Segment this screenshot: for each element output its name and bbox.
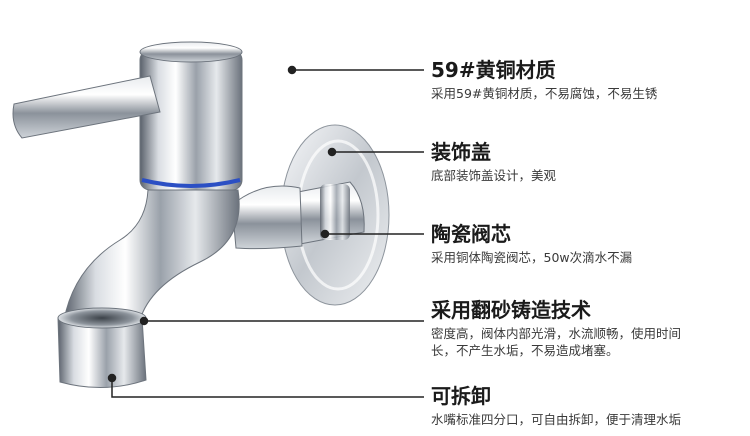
- feature-title: 采用翻砂铸造技术: [431, 298, 591, 322]
- feature-ceramic-cartridge: 陶瓷阀芯 采用铜体陶瓷阀芯，50w次滴水不漏: [431, 222, 632, 266]
- blue-indicator-ring: [141, 178, 241, 188]
- leader-lines: [107, 65, 424, 398]
- feature-title: 可拆卸: [431, 384, 491, 408]
- feature-desc: 采用59#黄铜材质，不易腐蚀，不易生锈: [431, 86, 658, 101]
- feature-brass-material: 59#黄铜材质 采用59#黄铜材质，不易腐蚀，不易生锈: [431, 58, 657, 102]
- feature-title: 陶瓷阀芯: [431, 222, 511, 246]
- lever-handle: [12, 75, 161, 139]
- feature-desc: 采用铜体陶瓷阀芯，50w次滴水不漏: [431, 250, 633, 265]
- feature-title: 59#黄铜材质: [431, 58, 556, 82]
- feature-desc-line: 密度高，阀体内部光滑，水流顺畅，使用时间: [431, 326, 682, 341]
- detachable-outlet: [57, 317, 147, 388]
- feature-desc-line: 长，不产生水垢，不易造成堵塞。: [431, 343, 619, 358]
- feature-desc: 密度高，阀体内部光滑，水流顺畅，使用时间 长，不产生水垢，不易造成堵塞。: [431, 325, 681, 359]
- feature-title: 装饰盖: [431, 140, 491, 164]
- feature-decorative-cover: 装饰盖 底部装饰盖设计，美观: [431, 140, 556, 184]
- faucet-body: [139, 49, 243, 191]
- feature-desc: 底部装饰盖设计，美观: [431, 168, 557, 183]
- feature-sand-casting: 采用翻砂铸造技术 密度高，阀体内部光滑，水流顺畅，使用时间 长，不产生水垢，不易…: [431, 298, 681, 359]
- feature-detachable: 可拆卸 水嘴标准四分口，可自由拆卸，便于清理水垢: [431, 384, 681, 428]
- feature-desc: 水嘴标准四分口，可自由拆卸，便于清理水垢: [431, 412, 682, 427]
- faucet-spout: [63, 189, 240, 321]
